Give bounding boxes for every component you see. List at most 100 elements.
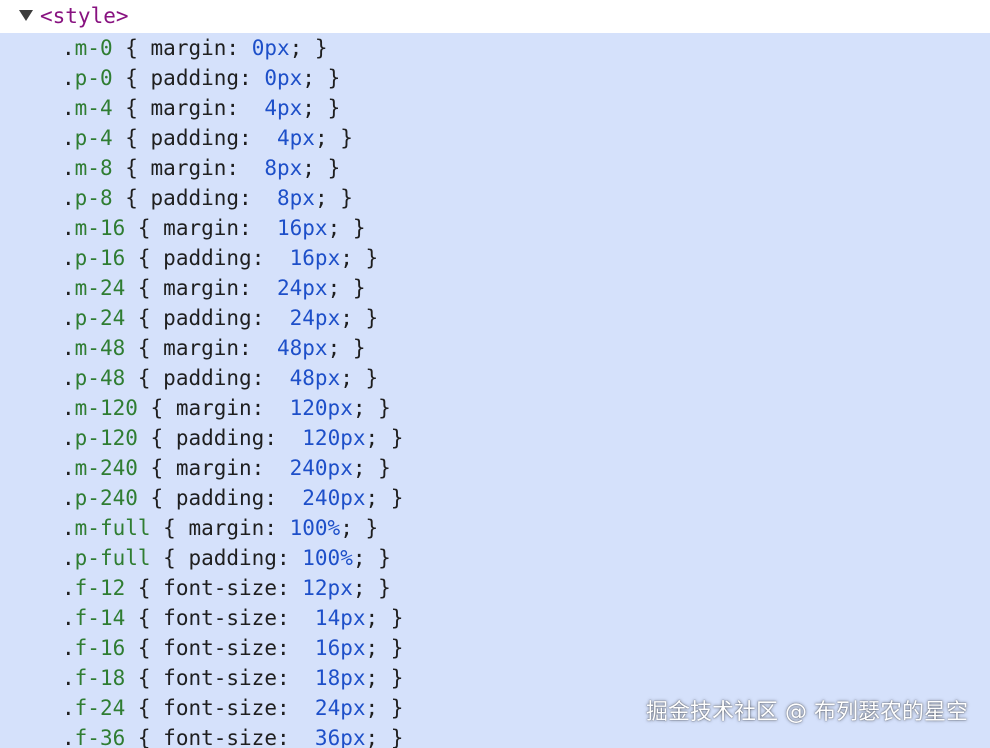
css-property: font-size [163, 696, 277, 720]
close-brace: ; } [340, 516, 379, 540]
colon: : [264, 486, 290, 510]
css-rule-line[interactable]: .f-18 { font-size: 18px; } [62, 663, 403, 693]
close-brace: ; } [352, 456, 391, 480]
triangle-down-icon[interactable] [19, 10, 33, 21]
open-brace: { [125, 636, 164, 660]
css-rule-line[interactable]: .p-0 { padding: 0px; } [62, 63, 340, 93]
open-brace: { [112, 96, 151, 120]
open-brace: { [137, 486, 176, 510]
css-value: 18px [314, 666, 366, 690]
css-rule-line[interactable]: .p-24 { padding: 24px; } [62, 303, 378, 333]
style-tag-row[interactable]: <style> [0, 0, 990, 33]
css-rule-line[interactable]: .m-16 { margin: 16px; } [62, 213, 366, 243]
selector-dot: . [62, 186, 75, 210]
css-value: 100% [289, 516, 341, 540]
css-rule-line[interactable]: .m-4 { margin: 4px; } [62, 93, 340, 123]
colon: : [264, 516, 290, 540]
css-rule-line[interactable]: .p-8 { padding: 8px; } [62, 183, 353, 213]
open-brace: { [150, 516, 189, 540]
selector-dot: . [62, 66, 75, 90]
css-rule-line[interactable]: .f-24 { font-size: 24px; } [62, 693, 403, 723]
close-brace: ; } [365, 636, 404, 660]
selector-dot: . [62, 306, 75, 330]
colon: : [264, 426, 290, 450]
selector-dot: . [62, 666, 75, 690]
style-content-block[interactable]: .m-0 { margin: 0px; }.p-0 { padding: 0px… [0, 33, 990, 748]
selector-dot: . [62, 426, 75, 450]
css-rule-line[interactable]: .p-full { padding: 100%; } [62, 543, 391, 573]
css-value: 16px [314, 636, 366, 660]
colon: : [276, 666, 303, 690]
css-property: margin [163, 216, 240, 240]
style-tag-label: <style> [40, 4, 129, 28]
css-selector: p-full [74, 546, 151, 570]
css-selector: f-18 [74, 666, 126, 690]
css-rule-line[interactable]: .m-240 { margin: 240px; } [62, 453, 391, 483]
value-gap [264, 186, 277, 210]
colon: : [276, 726, 303, 748]
css-rule-line[interactable]: .m-full { margin: 100%; } [62, 513, 378, 543]
close-brace: ; } [327, 216, 366, 240]
css-selector: p-120 [74, 426, 138, 450]
css-rule-line[interactable]: .m-120 { margin: 120px; } [62, 393, 391, 423]
css-selector: p-0 [74, 66, 113, 90]
close-brace: ; } [365, 666, 404, 690]
css-rule-line[interactable]: .m-0 { margin: 0px; } [62, 33, 328, 63]
css-selector: p-16 [74, 246, 126, 270]
css-property: padding [188, 546, 277, 570]
close-brace: ; } [314, 186, 353, 210]
css-rule-line[interactable]: .f-16 { font-size: 16px; } [62, 633, 403, 663]
value-gap [252, 96, 265, 120]
css-rule-line[interactable]: .p-48 { padding: 48px; } [62, 363, 378, 393]
css-rule-line[interactable]: .m-24 { margin: 24px; } [62, 273, 366, 303]
css-rule-line[interactable]: .p-240 { padding: 240px; } [62, 483, 403, 513]
open-brace: { [125, 306, 164, 330]
css-property: font-size [163, 666, 277, 690]
css-rule-line[interactable]: .m-8 { margin: 8px; } [62, 153, 340, 183]
close-brace: ; } [327, 276, 366, 300]
css-rule-line[interactable]: .f-12 { font-size: 12px; } [62, 573, 391, 603]
css-value: 4px [264, 96, 303, 120]
css-selector: f-36 [74, 726, 126, 748]
close-brace: ; } [352, 396, 391, 420]
css-selector: m-48 [74, 336, 126, 360]
css-selector: f-14 [74, 606, 126, 630]
css-value: 0px [264, 66, 303, 90]
css-property: margin [150, 96, 227, 120]
css-property: padding [163, 246, 252, 270]
css-property: margin [150, 156, 227, 180]
css-property: margin [163, 336, 240, 360]
css-selector: f-24 [74, 696, 126, 720]
value-gap [277, 366, 290, 390]
close-brace: ; } [365, 726, 404, 748]
css-selector: f-16 [74, 636, 126, 660]
css-property: padding [163, 306, 252, 330]
open-brace: { [112, 66, 151, 90]
css-property: font-size [163, 606, 277, 630]
value-gap [264, 216, 277, 240]
open-brace: { [125, 276, 164, 300]
open-brace: { [125, 366, 164, 390]
colon: : [239, 336, 265, 360]
css-selector: f-12 [74, 576, 126, 600]
css-rule-line[interactable]: .p-4 { padding: 4px; } [62, 123, 353, 153]
colon: : [239, 216, 265, 240]
close-brace: ; } [352, 576, 391, 600]
colon: : [239, 126, 265, 150]
css-rule-line[interactable]: .m-48 { margin: 48px; } [62, 333, 366, 363]
css-value: 240px [302, 486, 366, 510]
css-rule-line[interactable]: .f-14 { font-size: 14px; } [62, 603, 403, 633]
close-brace: ; } [365, 606, 404, 630]
css-value: 0px [251, 36, 290, 60]
css-rule-line[interactable]: .p-16 { padding: 16px; } [62, 243, 378, 273]
css-value: 120px [289, 396, 353, 420]
value-gap [264, 126, 277, 150]
css-rule-line[interactable]: .p-120 { padding: 120px; } [62, 423, 403, 453]
css-rule-line[interactable]: .f-36 { font-size: 36px; } [62, 723, 403, 748]
colon: : [251, 456, 277, 480]
css-value: 48px [276, 336, 328, 360]
selector-dot: . [62, 96, 75, 120]
css-selector: p-48 [74, 366, 126, 390]
css-property: padding [175, 426, 265, 450]
